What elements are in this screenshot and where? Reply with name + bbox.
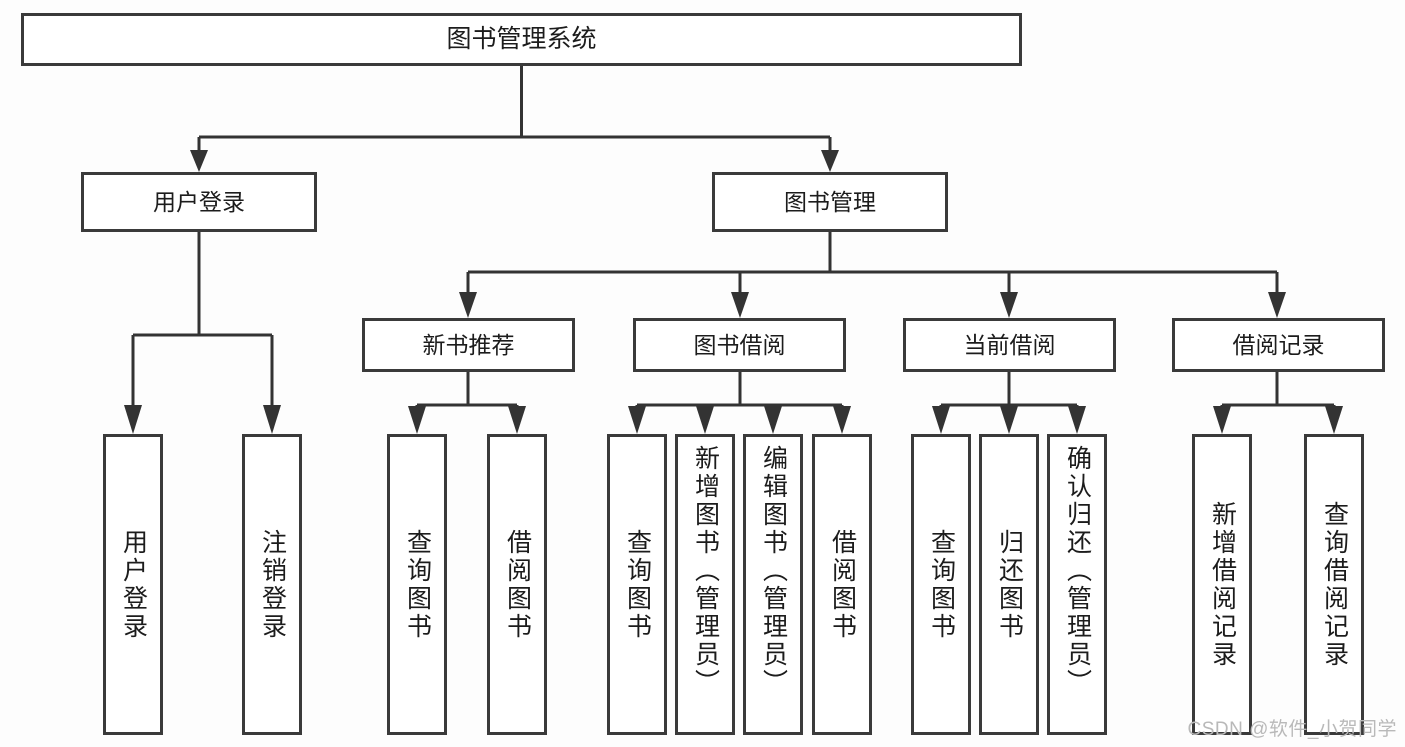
node-label: 借阅记录 xyxy=(1232,331,1325,358)
node-label: 图书借阅 xyxy=(693,331,786,358)
node-leaf-query-book-3[interactable]: 查询图书 xyxy=(911,434,971,735)
node-leaf-user-login[interactable]: 用户登录 xyxy=(103,434,163,735)
arrow-bookborrow-leaf-4 xyxy=(833,406,851,434)
node-leaf-return-book[interactable]: 归还图书 xyxy=(979,434,1039,735)
arrow-currentborrow-leaf-1 xyxy=(932,406,950,434)
node-label: 借阅图书 xyxy=(828,528,857,641)
node-label: 查询图书 xyxy=(927,528,956,641)
node-label: 查询借阅记录 xyxy=(1320,500,1349,669)
node-user-login[interactable]: 用户登录 xyxy=(81,172,317,232)
arrow-to-book-borrow xyxy=(731,292,749,318)
node-leaf-borrow-book-2[interactable]: 借阅图书 xyxy=(812,434,872,735)
arrow-to-current-borrow xyxy=(1000,292,1018,318)
arrow-currentborrow-leaf-2 xyxy=(1000,406,1018,434)
node-leaf-add-record[interactable]: 新增借阅记录 xyxy=(1192,434,1252,735)
node-book-manage[interactable]: 图书管理 xyxy=(712,172,948,232)
arrow-to-user-login xyxy=(190,150,208,172)
node-new-book-recommend[interactable]: 新书推荐 xyxy=(362,318,575,372)
node-leaf-query-book-2[interactable]: 查询图书 xyxy=(607,434,667,735)
node-leaf-query-book-1[interactable]: 查询图书 xyxy=(387,434,447,735)
node-leaf-confirm-return[interactable]: 确认归还（管理员） xyxy=(1047,434,1107,735)
node-label: 用户登录 xyxy=(119,528,148,641)
arrow-to-book-manage xyxy=(821,150,839,172)
node-leaf-edit-book[interactable]: 编辑图书（管理员） xyxy=(743,434,803,735)
node-label: 用户登录 xyxy=(153,188,245,215)
arrow-user-leaf-2 xyxy=(263,405,281,434)
arrow-borrowrecord-leaf-2 xyxy=(1325,406,1343,434)
node-label: 注销登录 xyxy=(258,528,287,641)
node-label: 借阅图书 xyxy=(503,528,532,641)
node-leaf-borrow-book-1[interactable]: 借阅图书 xyxy=(487,434,547,735)
node-label: 当前借阅 xyxy=(963,331,1056,358)
node-book-borrow[interactable]: 图书借阅 xyxy=(633,318,846,372)
arrow-bookborrow-leaf-1 xyxy=(628,406,646,434)
node-label: 新增借阅记录 xyxy=(1208,500,1237,669)
arrow-bookborrow-leaf-3 xyxy=(764,406,782,434)
watermark: CSDN @软件_小贺同学 xyxy=(1187,719,1397,740)
node-label: 查询图书 xyxy=(623,528,652,641)
node-leaf-logout-login[interactable]: 注销登录 xyxy=(242,434,302,735)
node-leaf-add-book[interactable]: 新增图书（管理员） xyxy=(675,434,735,735)
node-label: 图书管理系统 xyxy=(446,25,597,53)
arrow-user-leaf-1 xyxy=(124,405,142,434)
node-book-management-system[interactable]: 图书管理系统 xyxy=(21,13,1022,66)
arrow-to-borrow-record xyxy=(1268,292,1286,318)
arrow-newbook-leaf-1 xyxy=(408,406,426,434)
arrow-bookborrow-leaf-2 xyxy=(696,406,714,434)
node-label: 确认归还（管理员） xyxy=(1063,445,1092,697)
arrow-newbook-leaf-2 xyxy=(508,406,526,434)
node-label: 新书推荐 xyxy=(422,331,515,358)
node-label: 图书管理 xyxy=(784,188,876,215)
node-borrow-record[interactable]: 借阅记录 xyxy=(1172,318,1385,372)
arrow-borrowrecord-leaf-1 xyxy=(1213,406,1231,434)
node-label: 编辑图书（管理员） xyxy=(759,445,788,697)
node-label: 归还图书 xyxy=(995,528,1024,641)
arrow-to-new-book xyxy=(459,292,477,318)
node-label: 查询图书 xyxy=(403,528,432,641)
node-current-borrow[interactable]: 当前借阅 xyxy=(903,318,1116,372)
node-leaf-query-record[interactable]: 查询借阅记录 xyxy=(1304,434,1364,735)
arrow-currentborrow-leaf-3 xyxy=(1068,406,1086,434)
node-label: 新增图书（管理员） xyxy=(691,445,720,697)
